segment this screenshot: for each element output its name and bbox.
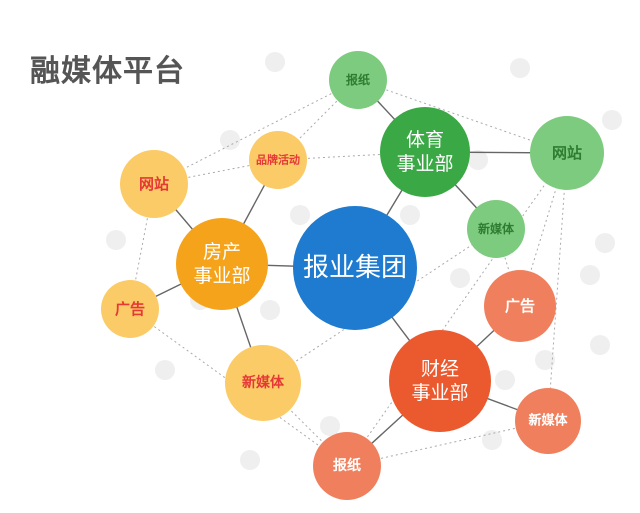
node-realestate-ads: 广告: [101, 280, 159, 338]
node-sports-newspaper: 报纸: [329, 51, 387, 109]
dotted-link: [153, 79, 359, 185]
dotted-link: [547, 152, 568, 422]
nodes: 报业集团体育事业部报纸网站新媒体房产事业部网站品牌活动广告新媒体财经事业部广告新…: [101, 51, 604, 500]
node-circle: [313, 432, 381, 500]
node-label: 事业部: [193, 265, 250, 287]
node-label: 品牌活动: [256, 153, 300, 167]
background-dot: [220, 130, 240, 150]
node-label: 广告: [505, 297, 535, 315]
node-label: 事业部: [411, 382, 468, 404]
background-dot: [535, 350, 555, 370]
background-dots: [106, 52, 622, 470]
node-circle: [389, 330, 491, 432]
node-circle: [467, 200, 525, 258]
node-sports-new-media: 新媒体: [467, 200, 525, 258]
background-dot: [602, 110, 622, 130]
background-dot: [400, 205, 420, 225]
node-label: 报纸: [333, 457, 361, 474]
node-label: 财经: [421, 358, 459, 380]
node-circle: [101, 280, 159, 338]
background-dot: [595, 233, 615, 253]
background-dot: [468, 150, 488, 170]
node-finance-ads: 广告: [484, 270, 556, 342]
node-label: 报业集团: [303, 253, 407, 283]
node-realestate-website: 网站: [120, 150, 188, 218]
node-circle: [249, 131, 307, 189]
background-dot: [495, 370, 515, 390]
node-label: 广告: [115, 300, 145, 318]
node-circle: [293, 206, 417, 330]
dotted-link: [495, 228, 521, 307]
background-dot: [106, 230, 126, 250]
node-realestate-brand-events: 品牌活动: [249, 131, 307, 189]
node-circle: [515, 388, 581, 454]
background-dot: [265, 52, 285, 72]
page-title: 融媒体平台: [30, 54, 185, 89]
dotted-link: [357, 79, 568, 154]
background-dot: [590, 335, 610, 355]
node-circle: [225, 345, 301, 421]
node-label: 房产: [203, 241, 241, 263]
node-finance-new-media: 新媒体: [515, 388, 581, 454]
node-circle: [530, 116, 604, 190]
background-dot: [240, 450, 260, 470]
node-newspaper-group: 报业集团: [293, 206, 417, 330]
background-dot: [260, 300, 280, 320]
node-label: 网站: [552, 144, 582, 162]
dotted-link: [346, 420, 549, 467]
node-circle: [380, 107, 470, 197]
background-dot: [510, 58, 530, 78]
node-label: 体育: [406, 129, 444, 151]
dotted-link: [346, 152, 568, 467]
dotted-link: [277, 79, 359, 161]
node-label: 新媒体: [478, 221, 515, 236]
node-finance-newspaper: 报纸: [313, 432, 381, 500]
node-label: 报纸: [346, 72, 370, 87]
background-dot: [450, 268, 470, 288]
background-dot: [290, 205, 310, 225]
background-dot: [580, 265, 600, 285]
background-dot: [482, 430, 502, 450]
node-circle: [120, 150, 188, 218]
node-label: 事业部: [396, 153, 453, 175]
node-sports-website: 网站: [530, 116, 604, 190]
node-label: 新媒体: [242, 374, 285, 391]
background-dot: [320, 416, 340, 436]
node-realestate-new-media: 新媒体: [225, 345, 301, 421]
node-label: 新媒体: [528, 413, 568, 429]
node-circle: [176, 218, 268, 310]
node-circle: [484, 270, 556, 342]
node-circle: [329, 51, 387, 109]
background-dot: [155, 360, 175, 380]
dotted-link: [262, 228, 497, 384]
node-label: 网站: [139, 175, 169, 193]
